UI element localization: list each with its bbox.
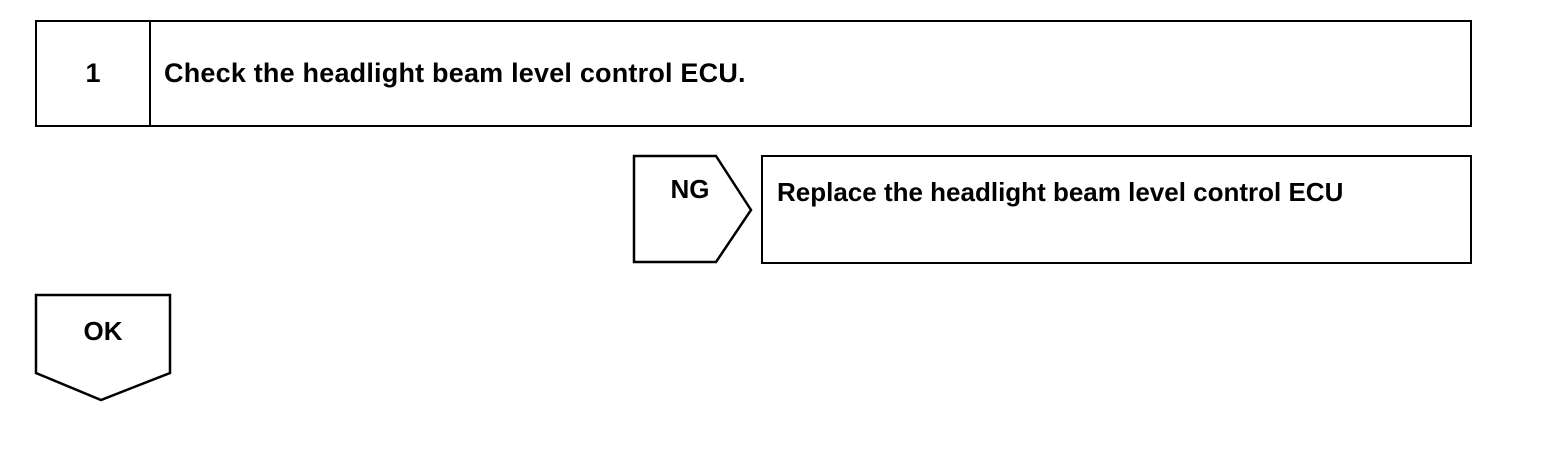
ng-action-box: Replace the headlight beam level control… bbox=[761, 155, 1472, 264]
ok-label: OK bbox=[83, 316, 123, 346]
step-number: 1 bbox=[37, 22, 151, 125]
ng-arrow-shape bbox=[632, 154, 753, 264]
step-instruction: Check the headlight beam level control E… bbox=[164, 58, 746, 88]
step-box: 1 Check the headlight beam level control… bbox=[35, 20, 1472, 127]
ng-label: NG bbox=[670, 174, 710, 204]
ng-action-text: Replace the headlight beam level control… bbox=[777, 177, 1344, 207]
ok-arrow-shape bbox=[34, 293, 172, 402]
